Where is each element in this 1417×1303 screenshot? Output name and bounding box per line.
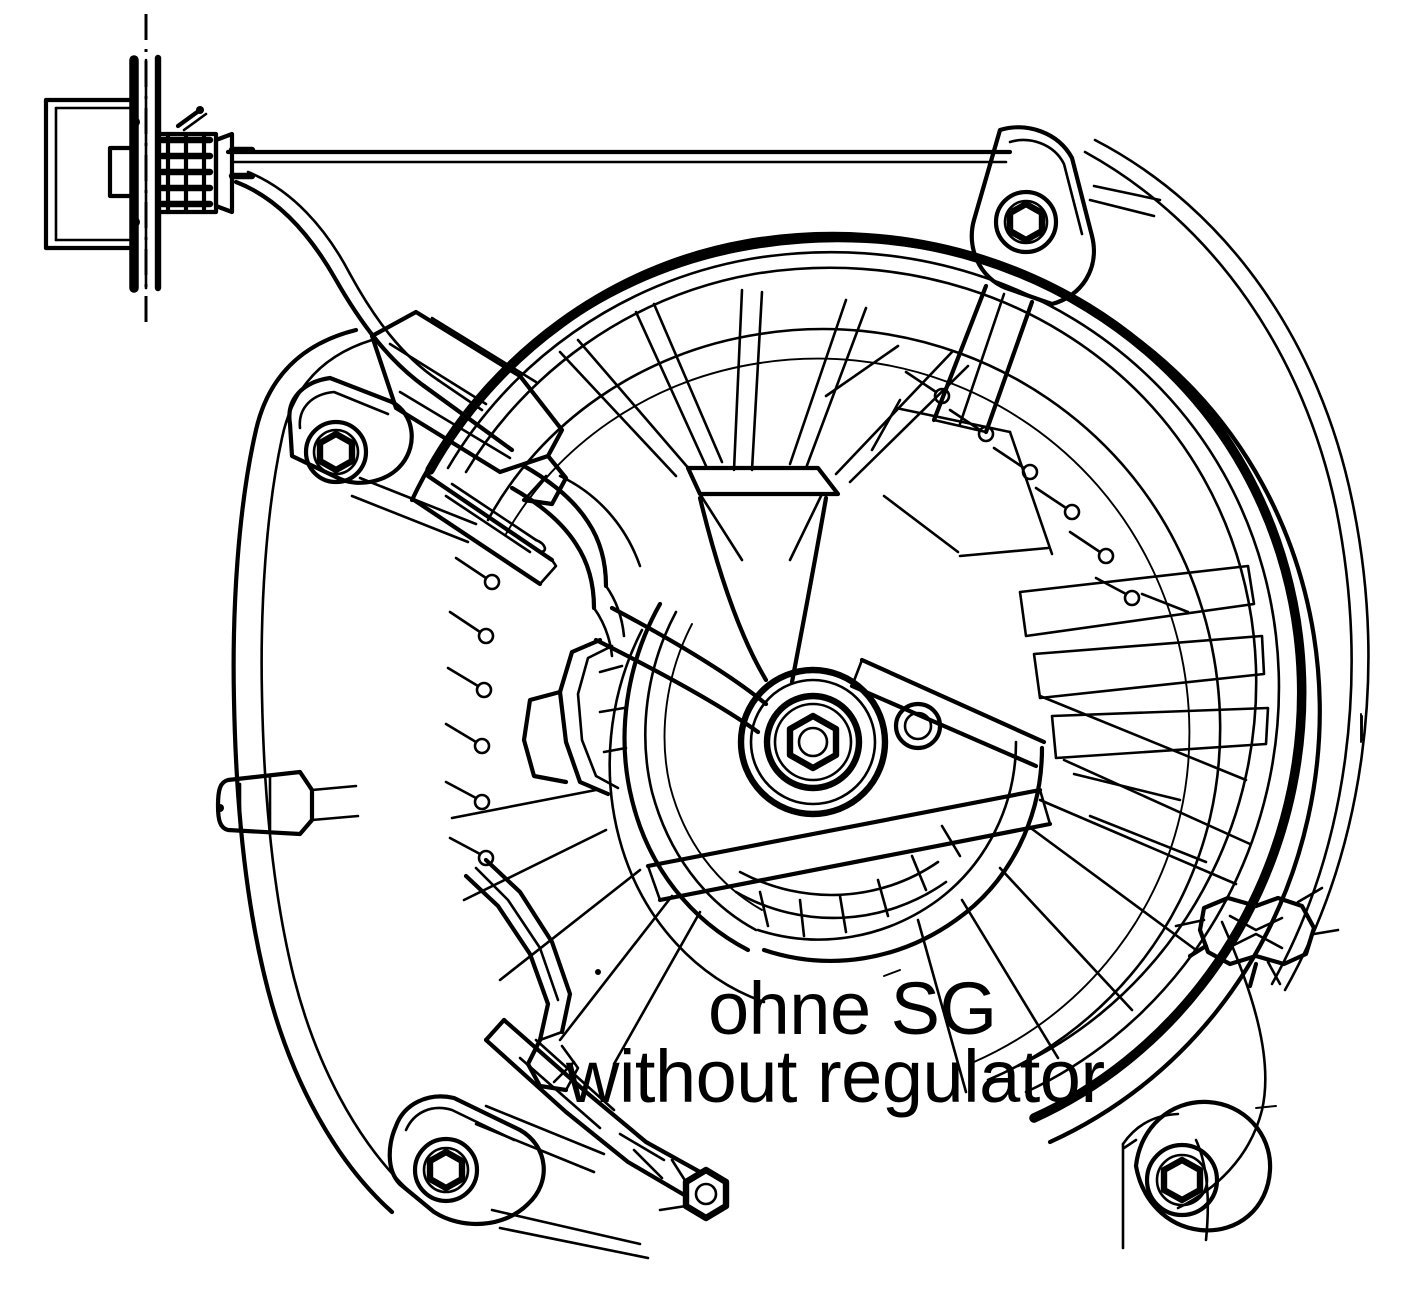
shaft-hex	[786, 712, 840, 772]
belt-tensioner-arm	[369, 309, 569, 587]
stator-inner-ring	[486, 327, 1222, 1082]
stray-marks	[595, 715, 1363, 1109]
fan-backplate-sectors	[870, 398, 1208, 864]
mounting-lug-bottom-left	[387, 1094, 650, 1260]
mounting-lug-top-right	[931, 125, 1162, 435]
harness-lead	[233, 170, 515, 453]
pulley-shaft	[608, 601, 1045, 1004]
connector-block	[155, 106, 256, 215]
mounting-lug-upper-left	[287, 375, 478, 544]
fan-blades	[450, 288, 1270, 1094]
stator-pins	[444, 344, 1141, 867]
secondary-boss	[893, 701, 943, 751]
hub-arm-bar	[645, 657, 1053, 903]
mounting-lug-bottom-right	[1122, 1099, 1273, 1233]
top-lead-line	[225, 149, 1013, 164]
mounting-foot-left	[215, 769, 360, 837]
rotor-hub	[737, 666, 889, 818]
brush-holder	[521, 637, 628, 797]
annotation-without-regulator: without regulator	[566, 1035, 1105, 1118]
annotation-ohne-sg: ohne SG	[708, 967, 997, 1050]
outer-housing-arc	[1083, 138, 1370, 992]
terminal-right	[1174, 886, 1340, 989]
mounting-plate	[43, 54, 162, 293]
upper-link-rod	[509, 463, 642, 658]
lower-left-linkage	[463, 857, 580, 1093]
hex-nut-bottom	[658, 1158, 730, 1222]
